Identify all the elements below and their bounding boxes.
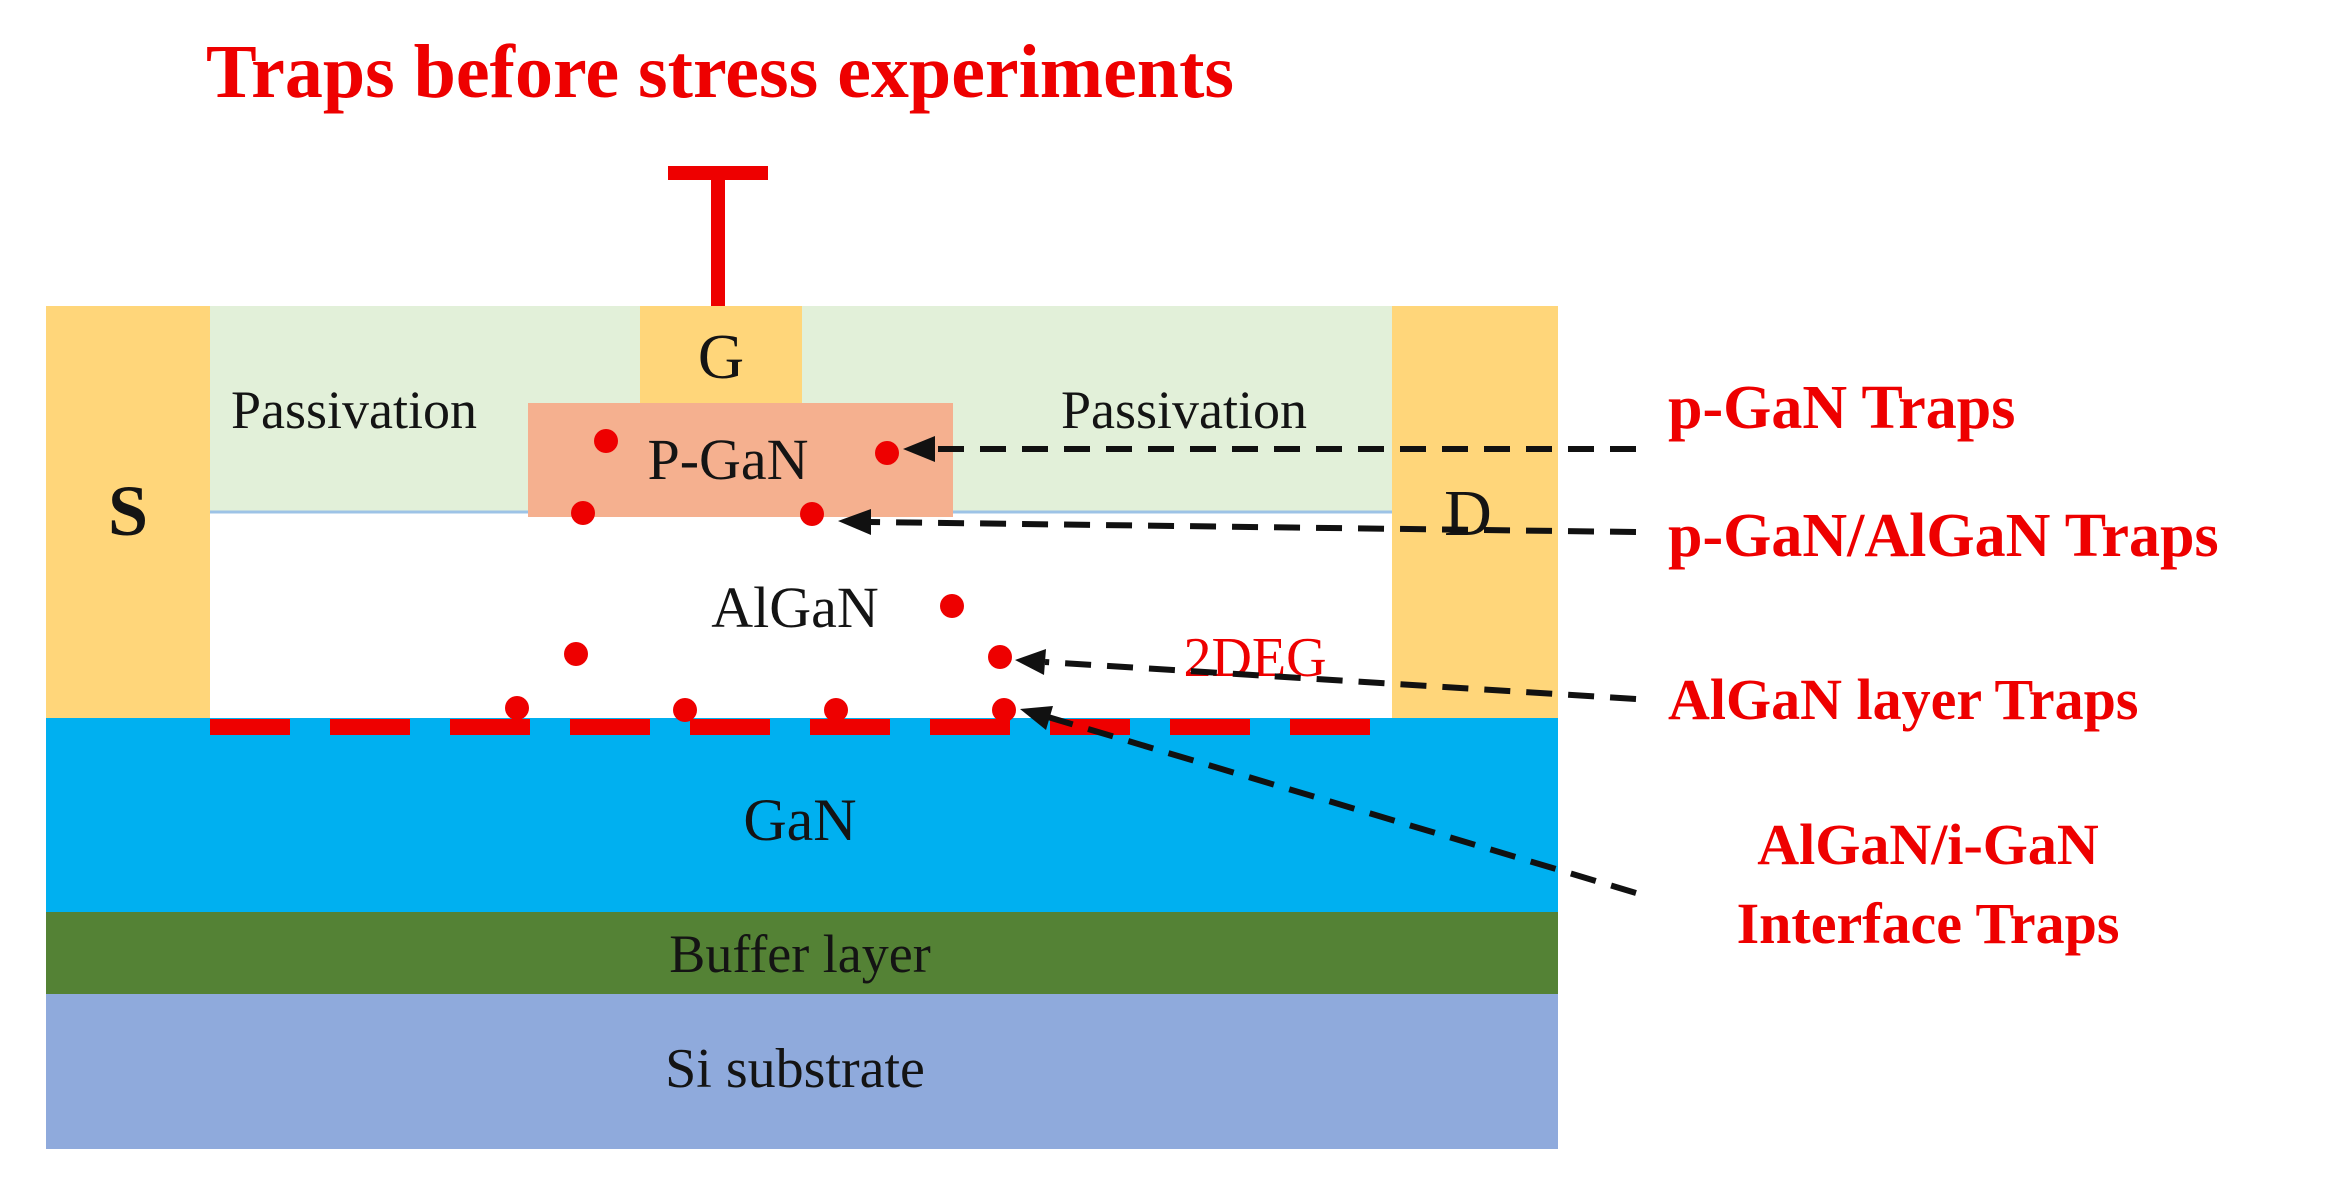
trap-dot: [571, 501, 595, 525]
si-substrate-layer: [46, 994, 1558, 1149]
arrow-head: [838, 509, 871, 535]
source-label: S: [108, 471, 148, 551]
trap-dot: [992, 698, 1016, 722]
trap-dot: [940, 594, 964, 618]
passivation-right-label: Passivation: [1061, 380, 1307, 440]
arrow-interface-traps: [1047, 714, 1637, 896]
source-contact: [46, 306, 210, 718]
trap-dot: [505, 696, 529, 720]
algan-label: AlGaN: [711, 575, 879, 640]
trap-dot: [564, 642, 588, 666]
algan-layer: [210, 512, 1392, 718]
arrow-p-gan-algan-traps: [869, 519, 1637, 535]
arrow-head: [903, 436, 935, 462]
passivation-left-label: Passivation: [231, 380, 477, 440]
diagram-title: Traps before stress experiments: [206, 30, 1234, 114]
trap-arrows: [869, 446, 1637, 896]
arrow-head: [1020, 706, 1053, 730]
trap-dot: [594, 429, 618, 453]
buffer-layer: [46, 912, 1558, 994]
p-gan-algan-traps-label: p-GaN/AlGaN Traps: [1668, 502, 2219, 570]
p-gan-traps-label: p-GaN Traps: [1668, 374, 2015, 442]
trap-dots: [505, 429, 1016, 722]
arrow-head: [1015, 649, 1046, 675]
trap-dot: [875, 441, 899, 465]
trap-dot: [988, 645, 1012, 669]
two-deg-label: 2DEG: [1183, 627, 1326, 689]
gate-contact: [640, 306, 802, 403]
drain-contact: [1392, 306, 1558, 718]
interface-traps-label-line1: AlGaN/i-GaN: [1757, 812, 2099, 877]
algan-layer-traps-label: AlGaN layer Traps: [1668, 667, 2138, 732]
substrate-label: Si substrate: [665, 1038, 925, 1100]
interface-traps-label-line2: Interface Traps: [1737, 891, 2120, 956]
p-gan-label: P-GaN: [647, 427, 808, 492]
arrow-algan-layer-traps: [1044, 659, 1637, 702]
gan-layer: [46, 718, 1558, 912]
gate-terminal-symbol: [668, 166, 768, 306]
gan-label: GaN: [743, 787, 856, 853]
arrow-heads: [838, 436, 1053, 730]
trap-dot: [673, 698, 697, 722]
buffer-label: Buffer layer: [669, 924, 930, 984]
drain-label: D: [1444, 477, 1492, 550]
gate-label: G: [698, 321, 744, 392]
trap-dot: [824, 698, 848, 722]
trap-dot: [800, 502, 824, 526]
